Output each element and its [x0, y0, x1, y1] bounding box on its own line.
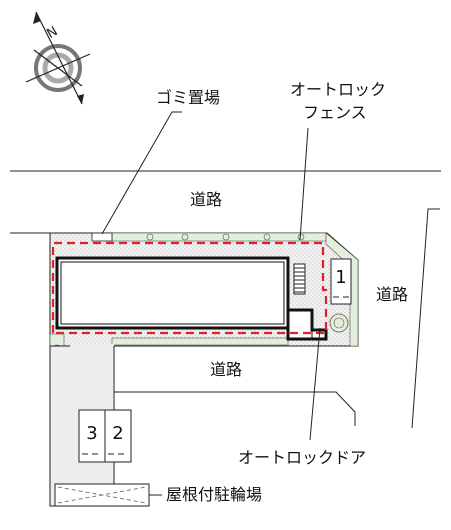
autolock-fence-label-line1: オートロック: [290, 80, 387, 99]
parking-number-1: 1: [335, 267, 347, 288]
parking-space-1: [330, 258, 352, 305]
stairs: [293, 263, 306, 295]
garbage-area-label: ゴミ置場: [156, 88, 221, 107]
garbage-area: [91, 232, 113, 242]
leader-lines: [101, 111, 321, 441]
parking-space-2-3: [78, 409, 132, 463]
building: [55, 256, 328, 341]
right-road-line: [411, 208, 440, 429]
bike-parking-label: 屋根付駐輪場: [166, 485, 263, 504]
lot-boundary: [51, 241, 328, 335]
compass-north-letter: N: [45, 24, 61, 42]
top-road: [10, 170, 441, 234]
top-road-label: 道路: [190, 190, 223, 209]
bottom-road-label: 道路: [210, 360, 243, 379]
right-road-label: 道路: [376, 285, 409, 304]
autolock-door-label: オートロックドア: [238, 448, 367, 467]
parking-number-3: 3: [86, 423, 98, 444]
autolock-fence-label-line2: フェンス: [303, 103, 367, 122]
parking-number-2: 2: [112, 423, 124, 444]
bicycle-parking: [54, 483, 162, 507]
compass-rose-icon: N: [25, 11, 91, 105]
